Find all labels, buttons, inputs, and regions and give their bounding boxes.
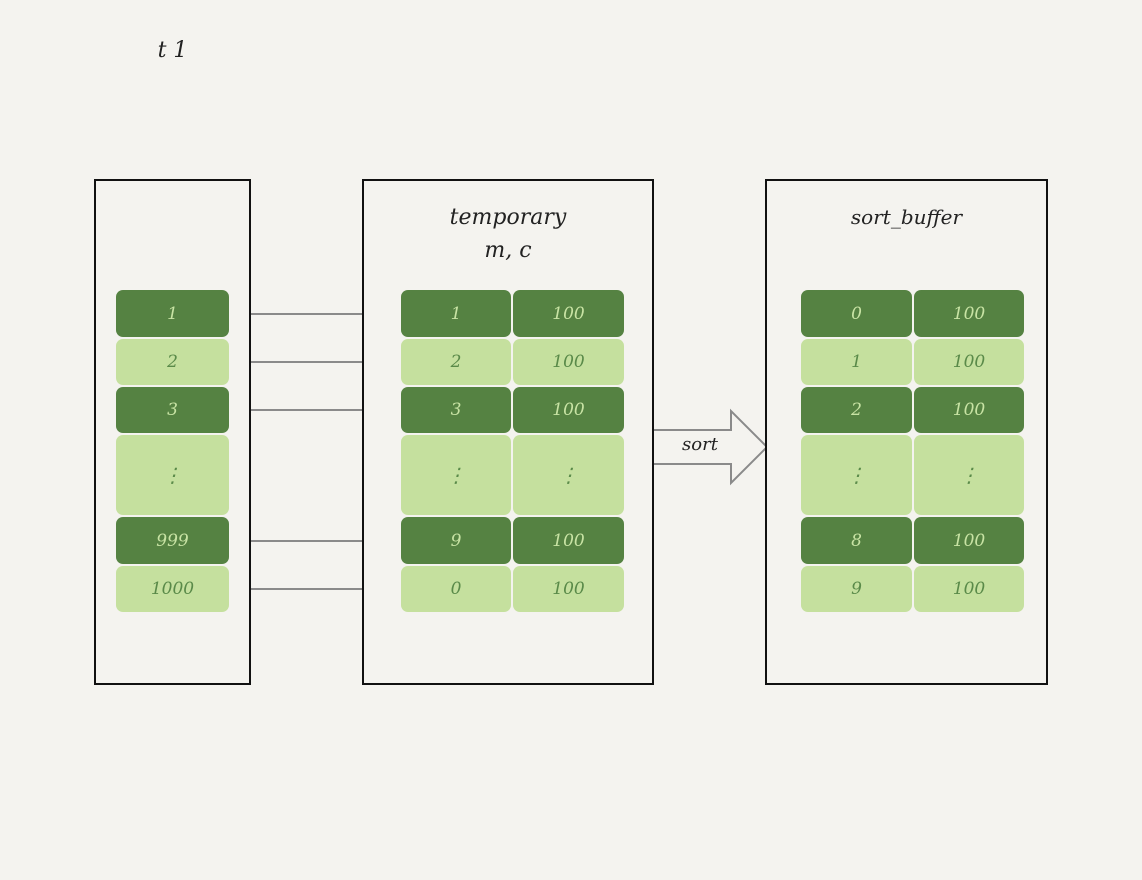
temporary-cell-c: 100 bbox=[513, 566, 624, 612]
temporary-cell-m-ellipsis: ⋮ bbox=[401, 435, 511, 515]
sort-buffer-cell-m: 9 bbox=[801, 566, 912, 612]
sort-buffer-cell-m-ellipsis: ⋮ bbox=[801, 435, 912, 515]
temporary-table-title: temporary bbox=[449, 205, 567, 230]
temporary-cell-c: 100 bbox=[513, 290, 624, 337]
temporary-cell-m: 3 bbox=[401, 387, 511, 433]
sort-buffer-title: sort_buffer bbox=[850, 205, 963, 229]
temporary-cell-m: 0 bbox=[401, 566, 511, 612]
t1-row-ellipsis: ⋮ bbox=[116, 435, 229, 515]
sort-buffer-cell-m: 8 bbox=[801, 517, 912, 564]
sort-buffer-cell-c: 100 bbox=[914, 290, 1024, 337]
sort-buffer-cell-m: 0 bbox=[801, 290, 912, 337]
sort-arrow-label: sort bbox=[682, 434, 718, 455]
sort-buffer-cell-m: 1 bbox=[801, 339, 912, 385]
temporary-cell-c: 100 bbox=[513, 339, 624, 385]
temporary-cell-m: 2 bbox=[401, 339, 511, 385]
temporary-cell-m: 9 bbox=[401, 517, 511, 564]
t1-row: 2 bbox=[116, 339, 229, 385]
sort-buffer-cell-c: 100 bbox=[914, 387, 1024, 433]
sort-buffer-cell-c-ellipsis: ⋮ bbox=[914, 435, 1024, 515]
temporary-cell-c-ellipsis: ⋮ bbox=[513, 435, 624, 515]
t1-row: 1000 bbox=[116, 566, 229, 612]
sort-buffer-cell-c: 100 bbox=[914, 566, 1024, 612]
t1-row: 1 bbox=[116, 290, 229, 337]
temporary-cell-m: 1 bbox=[401, 290, 511, 337]
sort-buffer-cell-c: 100 bbox=[914, 517, 1024, 564]
sort-buffer-cell-m: 2 bbox=[801, 387, 912, 433]
t1-row: 3 bbox=[116, 387, 229, 433]
table-t1-title: t 1 bbox=[157, 38, 188, 63]
temporary-cell-c: 100 bbox=[513, 517, 624, 564]
temporary-table-columns: m, c bbox=[484, 238, 532, 263]
sort-buffer-cell-c: 100 bbox=[914, 339, 1024, 385]
temporary-cell-c: 100 bbox=[513, 387, 624, 433]
t1-row: 999 bbox=[116, 517, 229, 564]
